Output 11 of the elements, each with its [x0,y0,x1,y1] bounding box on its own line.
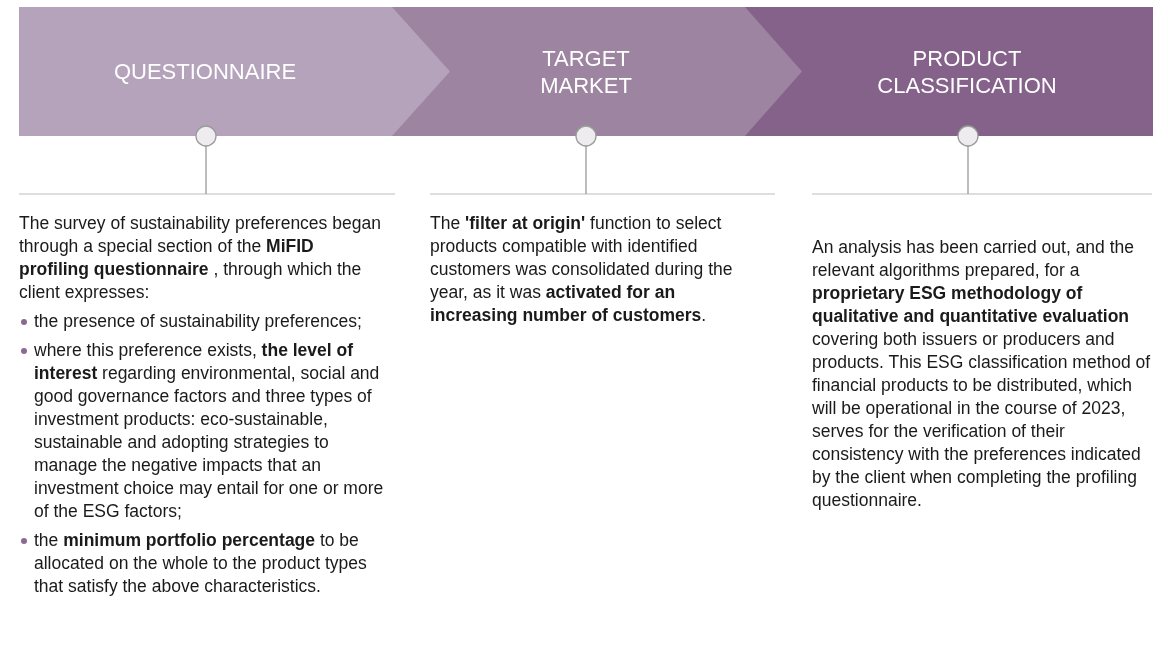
band-title: PRODUCT CLASSIFICATION [876,44,1058,99]
bullet-item: the minimum portfolio percentage to be allocated on the whole to the product types that satisfy the above characteristics. [19,529,384,598]
description-paragraph: The survey of sustainability preferences began through a special section of the MiFID profiling questionnaire , through which the client expresses: [19,212,382,304]
band-title: QUESTIONNAIRE [112,58,298,85]
description-paragraph: The 'filter at origin' function to select products compatible with identified customers was consolidated during the year, as it was activated for an increasing number of customers. [430,212,734,327]
description-paragraph: An analysis has been carried out, and the relevant algorithms prepared, for a proprietary ESG methodology of qualitative and quantitative evaluation covering both issuers or producers and products. This ESG classification method of financial products to be distributed, which will be operational in the course of 2023, serves for the verification of their consistency with the preferences indicated by the client when completing the profiling questionnaire. [812,236,1152,512]
chevron-band [745,7,1153,136]
bullet-item: the presence of sustainability preferences; [19,310,384,333]
bullet-item: where this preference exists, the level of interest regarding environmental, social and good governance factors and three types of investment products: eco-sustainable, sustainable and adopting strategies to manage the negative impacts that an investment choice may entail for one or more of the ESG factors; [19,339,384,523]
chevron-band [19,7,450,136]
band-title: TARGET MARKET [539,44,633,99]
